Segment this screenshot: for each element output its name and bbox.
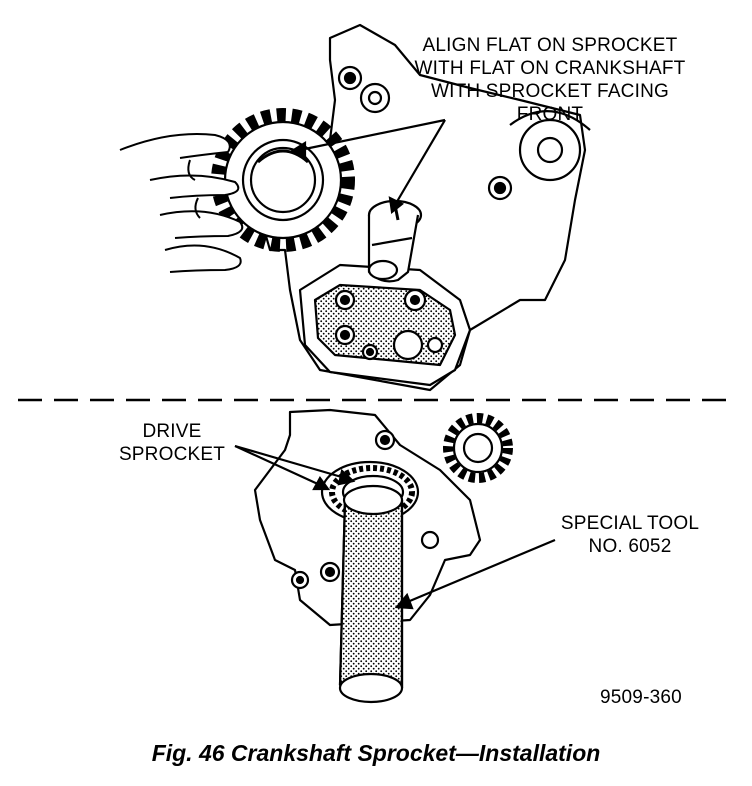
figure-id: 9509-360 [600, 687, 682, 708]
top-engine-view [119, 23, 591, 392]
bottom-engine-view [253, 408, 513, 704]
figure-caption: Fig. 46 Crankshaft Sprocket—Installation [151, 740, 601, 766]
drive-leader-lines [234, 444, 356, 491]
callout-drive-sprocket: DRIVE SPROCKET [118, 421, 226, 465]
special-tool-6052 [338, 484, 404, 704]
callout-align-flat: ALIGN FLAT ON SPROCKET WITH FLAT ON CRAN… [414, 35, 686, 125]
align-leader-lines [289, 118, 446, 215]
camshaft-gear-small [443, 413, 513, 483]
callout-special-tool: SPECIAL TOOL NO. 6052 [560, 513, 700, 557]
tool-leader-line [394, 538, 556, 610]
hand [119, 133, 244, 273]
